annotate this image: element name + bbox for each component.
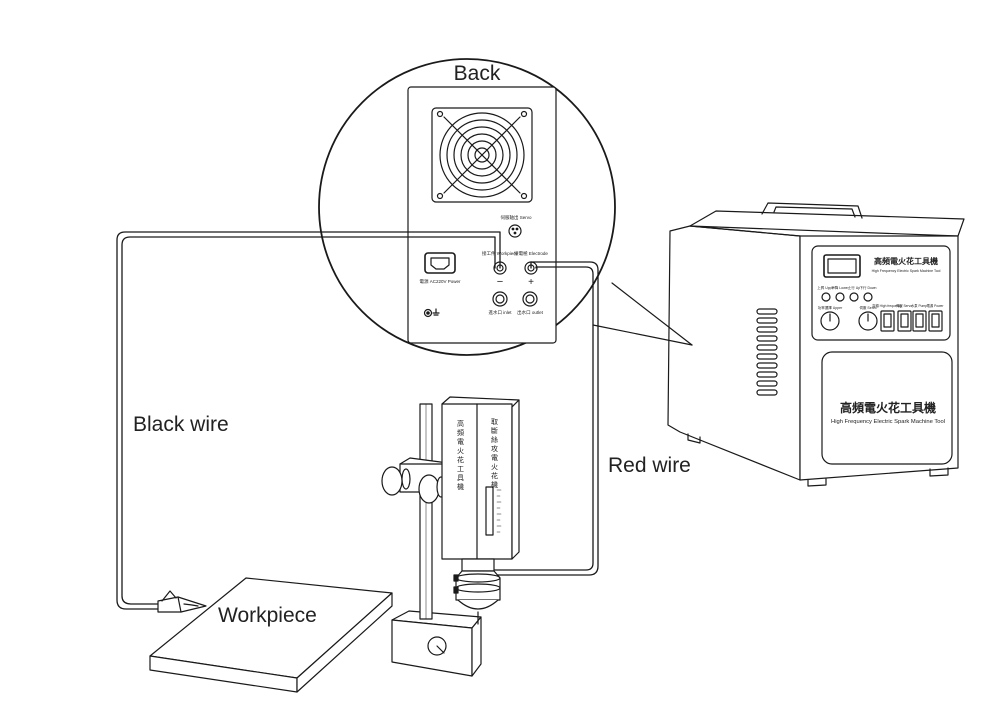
button-label-down: 下行 Down [860, 285, 877, 290]
clamp-knob-right [418, 474, 440, 504]
switch-label-pump: 水泵 Pump [911, 303, 927, 308]
inlet-label: 進水口 inlet [488, 309, 512, 316]
display-window [823, 254, 861, 278]
magnetic-stand [381, 403, 482, 677]
knob-label-power: 功率選擇 Upper [818, 305, 843, 310]
clamp-knob-left [381, 466, 403, 496]
black-wire [116, 231, 501, 610]
red-wire-label: Red wire [608, 454, 691, 477]
switch-label-hf: 高頻 High frequency [872, 303, 902, 308]
head-text-col1: 高頻電火花工具機 [457, 419, 465, 492]
minus-sign: − [497, 276, 503, 288]
workpiece-block [149, 577, 393, 693]
servo-label: 伺服轴出 Servo [500, 214, 532, 221]
fan-icon [431, 107, 533, 203]
head-text-col2: 取斷絲攻電火花機 [491, 418, 499, 490]
black-wire-label: Black wire [133, 413, 229, 436]
electrode-port-label: 接電極 Electrode [514, 250, 548, 257]
outlet-label: 出水口 outlet [517, 309, 544, 316]
red-wire [493, 261, 599, 576]
plus-sign: + [528, 277, 534, 288]
button-label-lower: 下降 Lower [831, 285, 849, 290]
workpiece-port-label: 接工件 Workpiece [482, 250, 518, 257]
switch-label-servo: 伺服 Servo [896, 303, 912, 308]
machine-panel-subtitle: High Frequency Electric Spark Machine To… [872, 269, 941, 273]
alligator-clip [157, 590, 207, 613]
power-socket [424, 252, 456, 274]
water-inlet [492, 291, 508, 307]
servo-knob [858, 311, 878, 331]
knob-label-servo: 伺服 Servo [859, 305, 876, 310]
water-outlet [522, 291, 538, 307]
back-panel-magnifier [318, 58, 616, 356]
machine-panel-title: 高頻電火花工具機 [874, 256, 938, 266]
side-vents [756, 308, 778, 396]
back-label: Back [454, 62, 501, 85]
switch-label-power: 電源 Power [927, 303, 945, 308]
machine-front-subtitle: High Frequency Electric Spark Machine To… [831, 419, 945, 425]
workpiece-label: Workpiece [218, 604, 317, 627]
machine-front-title: 高頻電火花工具機 [840, 400, 936, 415]
button-label-up: 上行 Up [848, 285, 861, 290]
power-select-knob [820, 311, 840, 331]
ground-icon [423, 308, 440, 318]
servo-connector [508, 224, 522, 238]
spark-head [441, 396, 520, 625]
edm-machine-unit [667, 202, 965, 487]
power-socket-label: 電源 AC220V Power [419, 278, 461, 285]
button-label-upper: 上昇 Upper [817, 285, 835, 290]
